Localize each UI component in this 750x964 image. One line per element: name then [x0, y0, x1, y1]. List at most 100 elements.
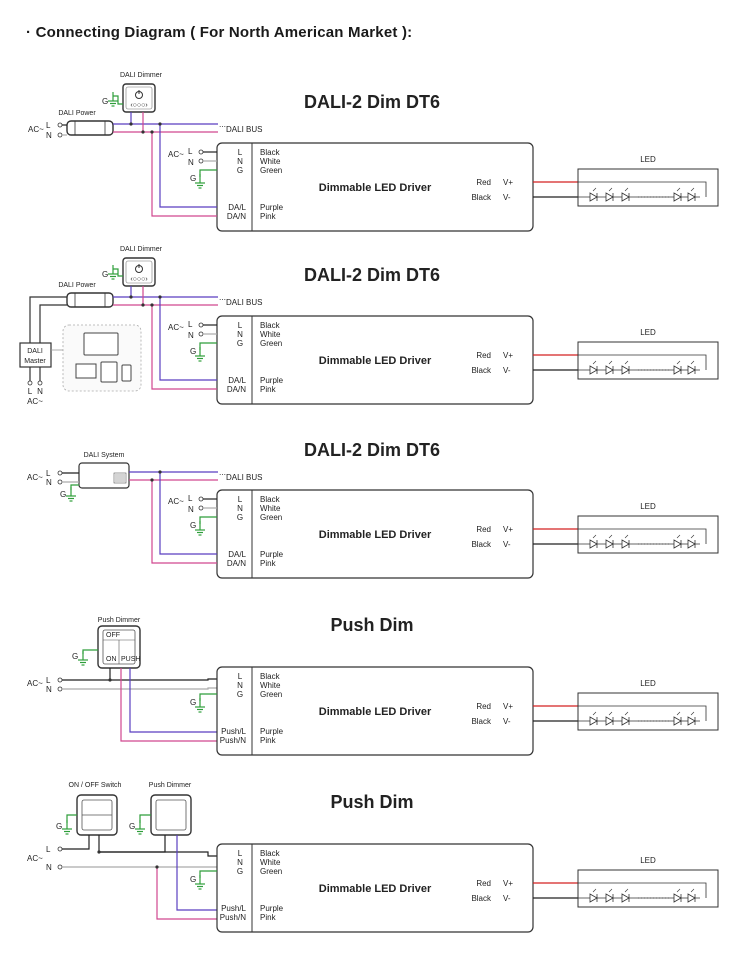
pink-control-wire — [151, 132, 217, 217]
led-diode-icon — [687, 365, 696, 375]
ac-label: AC~ — [27, 397, 43, 406]
switch-out-wire — [98, 835, 166, 853]
terminal-label: L — [238, 672, 243, 681]
wire-color-label: Green — [260, 867, 282, 876]
dali-master-label: DALI — [27, 348, 43, 355]
terminal-label: DA/N — [227, 212, 246, 221]
purple-control-wire — [159, 297, 217, 381]
dali-bus-label: DALI BUS — [226, 473, 262, 482]
vplus-label: V+ — [503, 178, 513, 187]
dali-system-grille — [113, 472, 127, 484]
dimmer-g-wire — [113, 268, 123, 277]
dali-dimmer-label: DALI Dimmer — [120, 72, 163, 79]
g-label: G — [129, 822, 135, 831]
junction-dot — [108, 678, 112, 682]
terminal-circle — [57, 677, 63, 683]
dali-dimmer-label: DALI Dimmer — [120, 246, 163, 253]
push-dimmer-label: Push Dimmer — [149, 782, 192, 789]
dimmer-g-wire — [113, 95, 123, 105]
junction-dot — [141, 303, 145, 307]
led-label: LED — [640, 856, 656, 865]
wire-color-label: Black — [260, 148, 281, 157]
led-ray-icon — [592, 534, 597, 539]
ac-label: AC~ — [168, 497, 184, 506]
terminal-label: G — [237, 867, 243, 876]
led-diode-icon — [673, 893, 682, 903]
bus-dots: ⋯ — [219, 124, 226, 131]
driver-box — [216, 666, 534, 756]
led-ray-icon — [676, 888, 681, 893]
led-diode-icon — [621, 539, 630, 549]
wire-color-label: Green — [260, 166, 282, 175]
terminal-label: N — [237, 157, 243, 166]
push-g-wire — [82, 649, 98, 654]
terminal-circle — [198, 496, 204, 502]
pink-control-wire — [151, 305, 217, 390]
dali-power-box — [66, 292, 114, 308]
led-ray-icon — [624, 534, 629, 539]
terminal-circle — [198, 158, 204, 164]
output-black-label: Black — [471, 193, 492, 202]
led-ray-icon — [676, 360, 681, 365]
led-ray-icon — [624, 360, 629, 365]
dali-bus-label: DALI BUS — [226, 298, 262, 307]
terminal-label: N — [237, 504, 243, 513]
dimmer-buttons-icon: ‹○○○› — [130, 276, 148, 283]
terminal-label: Push/N — [220, 736, 246, 745]
section-title: DALI-2 Dim DT6 — [304, 440, 440, 460]
led-diode-icon — [673, 365, 682, 375]
terminal-label: Push/L — [221, 727, 246, 736]
l-label: L — [46, 121, 51, 130]
led-ray-icon — [690, 187, 695, 192]
g-label: G — [190, 521, 196, 530]
wire-color-label: Purple — [260, 550, 284, 559]
driver-name: Dimmable LED Driver — [319, 883, 432, 895]
driver-name: Dimmable LED Driver — [319, 355, 432, 367]
ac-label: AC~ — [168, 323, 184, 332]
l-label: L — [188, 320, 193, 329]
switch-g-wire — [66, 814, 77, 823]
led-ray-icon — [690, 888, 695, 893]
vminus-label: V- — [503, 894, 511, 903]
junction-dot — [150, 478, 154, 482]
vplus-label: V+ — [503, 525, 513, 534]
led-ray-icon — [690, 360, 695, 365]
wire-color-label: White — [260, 330, 281, 339]
wire-color-label: Purple — [260, 376, 284, 385]
g-label: G — [60, 490, 66, 499]
vminus-label: V- — [503, 366, 511, 375]
n-label: N — [46, 478, 52, 487]
terminal-label: G — [237, 166, 243, 175]
led-ray-icon — [690, 711, 695, 716]
section-title: DALI-2 Dim DT6 — [304, 92, 440, 112]
led-ray-icon — [624, 711, 629, 716]
wire-color-label: Green — [260, 339, 282, 348]
junction-dot — [97, 850, 101, 854]
push-dimmer-label: Push Dimmer — [98, 617, 141, 624]
led-diode-icon — [687, 716, 696, 726]
led-diode-icon — [605, 716, 614, 726]
junction-dot — [150, 303, 154, 307]
push-pink-wire — [156, 867, 217, 920]
master-wire — [39, 304, 67, 343]
g-label: G — [102, 97, 108, 106]
terminal-label: N — [237, 330, 243, 339]
wire-color-label: Green — [260, 690, 282, 699]
output-black-label: Black — [471, 366, 492, 375]
led-ray-icon — [676, 711, 681, 716]
output-red-label: Red — [476, 178, 491, 187]
tablet-icon — [100, 361, 118, 383]
driver-g-wire — [199, 342, 217, 350]
led-ray-icon — [592, 888, 597, 893]
led-ray-icon — [592, 711, 597, 716]
g-label: G — [190, 698, 196, 707]
wire-color-label: Green — [260, 513, 282, 522]
led-diode-icon — [673, 539, 682, 549]
l-label: L — [46, 469, 51, 478]
n-label: N — [188, 505, 194, 514]
led-diode-icon — [589, 365, 598, 375]
terminal-label: DA/N — [227, 559, 246, 568]
push-off-label: OFF — [106, 632, 120, 639]
n-label: N — [188, 158, 194, 167]
